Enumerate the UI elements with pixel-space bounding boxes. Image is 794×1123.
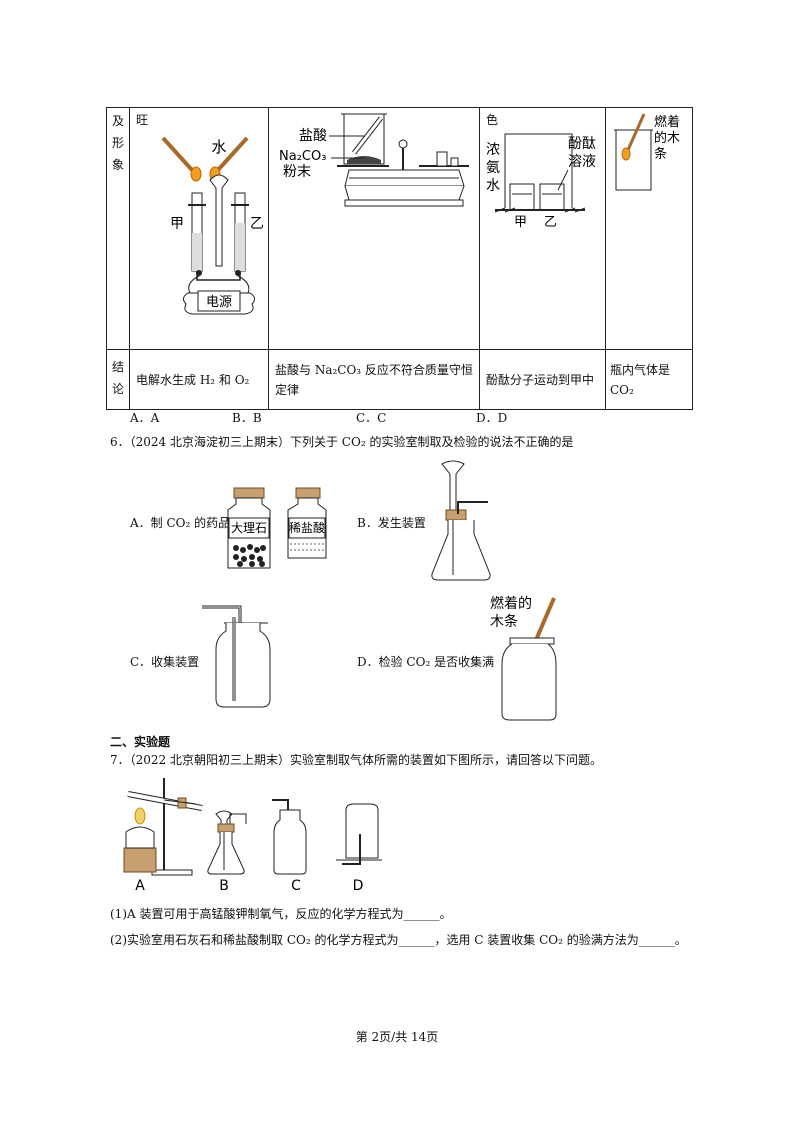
water-label: 水	[211, 138, 226, 156]
conclusion-c: 酚酞分子运动到甲中	[486, 372, 595, 387]
cell-d-figure: 燃着的木条	[605, 107, 693, 350]
label-char: 论	[111, 382, 124, 396]
experiment-table: 及 形 象 旺	[106, 107, 693, 410]
ammonia-label: 浓氨水	[486, 142, 500, 194]
phenolphthalein-label: 酚酞溶液	[568, 136, 596, 170]
cell-a-top-text: 旺	[136, 113, 149, 127]
option-d[interactable]: D．D	[476, 411, 508, 425]
dilute-hcl-label: 稀盐酸	[289, 520, 325, 535]
question-7-sub-2: (2)实验室用石灰石和稀盐酸制取 CO₂ 的化学方程式为______，选用 C …	[110, 933, 687, 947]
hydrochloric-acid-label: 盐酸	[299, 128, 327, 144]
marble-label: 大理石	[231, 521, 267, 535]
cell-c-figure: 色 浓氨水 酚酞溶液 甲 乙	[479, 107, 606, 350]
label-b: B	[219, 878, 229, 894]
q6-option-d[interactable]: D．检验 CO₂ 是否收集满	[357, 655, 495, 669]
sodium-carbonate-label: Na₂CO₃	[279, 149, 326, 164]
cell-a-figure: 旺	[129, 107, 269, 350]
molecular-motion-figure: 浓氨水 酚酞溶液 甲 乙	[486, 133, 596, 230]
label-c: C	[291, 878, 301, 894]
collector-bottle-figure	[202, 605, 271, 708]
c-jia-label: 甲	[514, 215, 527, 230]
row-label-conclusion: 结 论	[106, 349, 130, 410]
q6-option-b[interactable]: B．发生装置	[357, 516, 426, 530]
question-6-stem: 6．（2024 北京海淀初三上期末）下列关于 CO₂ 的实验室制取及检验的说法不…	[110, 435, 574, 449]
power-source-label: 电源	[206, 295, 232, 310]
powder-label: 粉末	[283, 164, 311, 180]
co2-test-figure: 燃着的木条	[490, 595, 557, 721]
option-c[interactable]: C．C	[356, 411, 387, 425]
cell-c-top-text: 色	[486, 113, 499, 127]
balance-figure: 盐酸 Na₂CO₃ 粉末	[279, 113, 469, 207]
conclusion-a: 电解水生成 H₂ 和 O₂	[136, 372, 250, 387]
label-char: 形	[111, 136, 124, 150]
q6-option-a[interactable]: A．制 CO₂ 的药品	[130, 516, 231, 530]
question-7-stem: 7．（2022 北京朝阳初三上期末）实验室制取气体所需的装置如下图所示，请回答以…	[110, 753, 602, 767]
option-b[interactable]: B．B	[232, 411, 262, 425]
electrolysis-apparatus-figure: 水 甲 乙 电源	[161, 136, 264, 315]
label-char: 结	[111, 360, 124, 374]
jia-label: 甲	[170, 216, 184, 232]
burning-stick-label: 燃着的木条	[654, 114, 680, 162]
gas-test-figure: 燃着的木条	[614, 113, 680, 191]
label-d: D	[353, 878, 364, 894]
generator-flask-figure	[431, 460, 491, 581]
cell-b-figure: 盐酸 Na₂CO₃ 粉末	[268, 107, 480, 350]
row-label-phenomenon: 及 形 象	[106, 107, 130, 350]
label-char: 及	[111, 114, 124, 128]
c-yi-label: 乙	[544, 215, 557, 230]
option-a[interactable]: A．A	[130, 411, 160, 425]
q6-option-c[interactable]: C．收集装置	[130, 655, 200, 669]
label-char: 象	[111, 158, 124, 172]
question-7-sub-1: (1)A 装置可用于高锰酸钾制氧气，反应的化学方程式为______。	[110, 907, 452, 921]
burning-stick-label-q6: 燃着的木条	[490, 595, 532, 630]
yi-label: 乙	[250, 216, 264, 232]
reagent-bottles-figure: 大理石 稀盐酸	[227, 487, 327, 569]
section-heading: 二、实验题	[110, 735, 171, 749]
conclusion-d: 瓶内气体是 CO₂	[610, 362, 671, 397]
label-a: A	[135, 878, 145, 894]
conclusion-b: 盐酸与 Na₂CO₃ 反应不符合质量守恒定律	[275, 362, 473, 397]
gas-apparatus-figure: A B C D	[123, 778, 382, 894]
page-footer: 第 2页/共 14页	[355, 1030, 439, 1044]
